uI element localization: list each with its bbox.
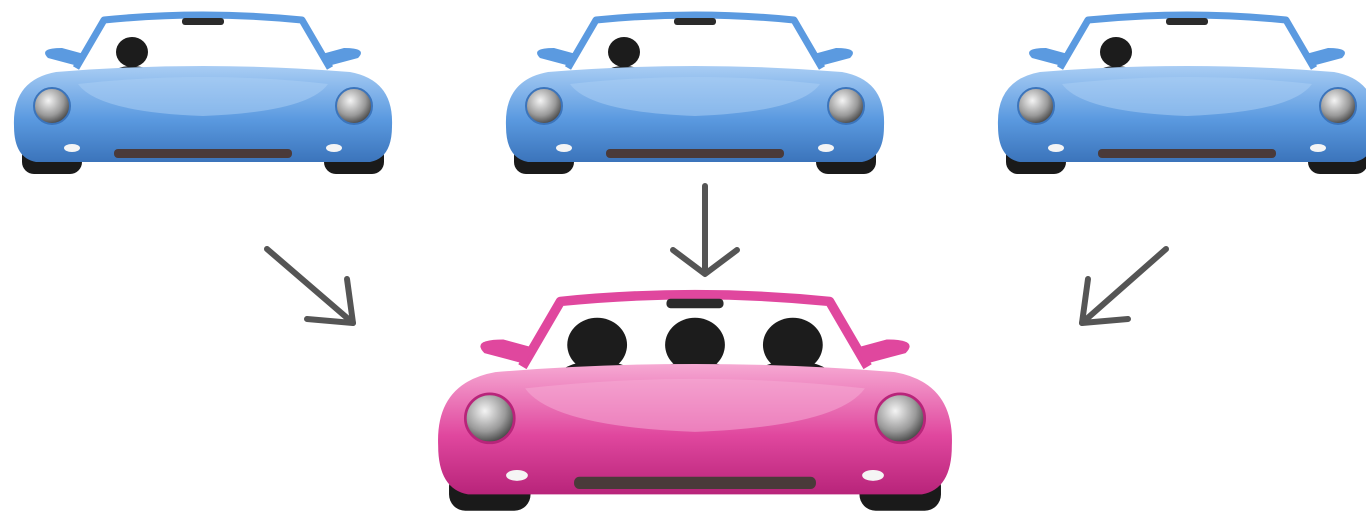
carpool-car xyxy=(430,285,960,519)
grille xyxy=(606,149,784,158)
rearview-mirror xyxy=(666,299,723,309)
solo-car-right xyxy=(992,8,1366,180)
arrow-down-icon xyxy=(655,180,755,285)
foglight-right xyxy=(1310,144,1326,152)
headlight-left xyxy=(34,88,70,124)
rearview-mirror xyxy=(182,18,224,25)
side-mirror-right xyxy=(814,48,853,66)
solo-car-center xyxy=(500,8,890,180)
side-mirror-right xyxy=(857,339,910,363)
headlight-right xyxy=(1320,88,1356,124)
headlight-right xyxy=(828,88,864,124)
side-mirror-left xyxy=(537,48,576,66)
grille xyxy=(114,149,292,158)
side-mirror-right xyxy=(1306,48,1345,66)
foglight-right xyxy=(818,144,834,152)
rearview-mirror xyxy=(674,18,716,25)
headlight-left xyxy=(1018,88,1054,124)
rearview-mirror xyxy=(1166,18,1208,25)
foglight-left xyxy=(506,470,528,481)
side-mirror-left xyxy=(45,48,84,66)
headlight-left xyxy=(465,394,514,443)
foglight-right xyxy=(326,144,342,152)
foglight-left xyxy=(556,144,572,152)
side-mirror-left xyxy=(480,339,533,363)
grille xyxy=(574,477,816,489)
headlight-right xyxy=(876,394,925,443)
headlight-left xyxy=(526,88,562,124)
foglight-left xyxy=(64,144,80,152)
arrow-down-left-icon xyxy=(1060,235,1180,335)
side-mirror-right xyxy=(322,48,361,66)
foglight-right xyxy=(862,470,884,481)
headlight-right xyxy=(336,88,372,124)
arrow-down-right-icon xyxy=(255,235,375,335)
foglight-left xyxy=(1048,144,1064,152)
grille xyxy=(1098,149,1276,158)
solo-car-left xyxy=(8,8,398,180)
side-mirror-left xyxy=(1029,48,1068,66)
